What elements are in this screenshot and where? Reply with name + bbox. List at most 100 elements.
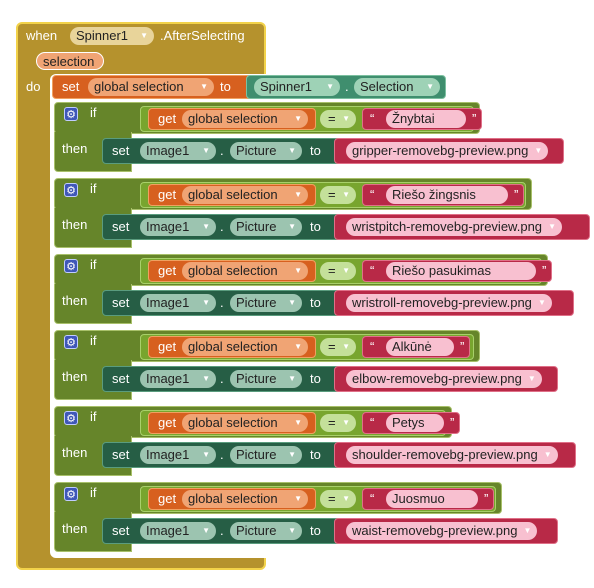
filename-dropdown[interactable]: wristpitch-removebg-preview.png▼ [346,218,563,236]
image-property-label: Picture [236,447,277,462]
get-var-dropdown[interactable]: global selection▼ [182,414,308,432]
chevron-down-icon: ▼ [202,146,210,155]
chevron-down-icon: ▼ [294,114,302,123]
chevron-down-icon: ▼ [288,298,296,307]
get-var-dropdown[interactable]: global selection▼ [182,262,308,280]
image-property-dropdown[interactable]: Picture▼ [230,294,302,312]
text-literal-field[interactable]: Riešo žingsnis [386,186,508,204]
event-component-label: Spinner1 [76,28,129,43]
image-component-dropdown[interactable]: Image1 ▼ [140,142,216,160]
chevron-down-icon: ▼ [294,418,302,427]
gear-icon[interactable]: ⚙ [64,107,78,121]
if-label: if [90,257,97,272]
then-label: then [62,141,88,156]
gear-icon[interactable]: ⚙ [64,183,78,197]
do-label: do [26,79,41,94]
get-label: get [158,263,177,278]
image-component-label: Image1 [146,143,190,158]
quote-left: “ [370,415,375,430]
spinner-property-dropdown[interactable]: Selection▼ [354,78,440,96]
gear-icon[interactable]: ⚙ [64,259,78,273]
gear-icon[interactable]: ⚙ [64,487,78,501]
image-component-dropdown[interactable]: Image1▼ [140,294,216,312]
chevron-down-icon: ▼ [342,114,350,123]
to-label: to [220,79,231,94]
image-property-dropdown[interactable]: Picture▼ [230,370,302,388]
if-label: if [90,181,97,196]
equals-label: = [328,491,336,506]
then-label: then [62,521,88,536]
text-literal-field[interactable]: Žnybtai [386,110,466,128]
global-var-label: global selection [94,79,184,94]
chevron-down-icon: ▼ [342,266,350,275]
spinner-component-dropdown[interactable]: Spinner1▼ [254,78,340,96]
equals-label: = [328,415,336,430]
text-literal-field[interactable]: Riešo pasukimas [386,262,536,280]
filename-dropdown[interactable]: shoulder-removebg-preview.png▼ [346,446,558,464]
chevron-down-icon: ▼ [294,190,302,199]
text-literal-field[interactable]: Alkūnė [386,338,454,356]
image-component-dropdown[interactable]: Image1▼ [140,218,216,236]
image-component-dropdown[interactable]: Image1▼ [140,370,216,388]
chevron-down-icon: ▼ [534,146,543,155]
filename-dropdown[interactable]: gripper-removebg-preview.png▼ [346,142,549,160]
text-literal-field[interactable]: Petys [386,414,444,432]
filename-dropdown[interactable]: waist-removebg-preview.png▼ [346,522,538,540]
then-label: then [62,293,88,308]
get-var-dropdown[interactable]: global selection▼ [182,110,308,128]
equals-operator-dropdown[interactable]: =▼ [320,262,356,280]
text-literal-field[interactable]: Juosmuo [386,490,478,508]
image-property-dropdown[interactable]: Picture▼ [230,142,302,160]
set-label: set [112,295,130,310]
image-component-label: Image1 [146,523,190,538]
get-label: get [158,415,177,430]
image-component-dropdown[interactable]: Image1▼ [140,446,216,464]
set-image-picture-block[interactable] [102,290,342,316]
chevron-down-icon: ▼ [294,266,302,275]
chevron-down-icon: ▼ [288,146,296,155]
chevron-down-icon: ▼ [342,190,350,199]
spinner-property-label: Selection [360,79,414,94]
image-property-label: Picture [236,523,277,538]
get-var-label: global selection [188,339,278,354]
quote-right: ” [460,339,465,354]
dot-separator: . [220,371,224,386]
gear-icon[interactable]: ⚙ [64,335,78,349]
to-label: to [310,295,321,310]
equals-operator-dropdown[interactable]: =▼ [320,414,356,432]
image-component-label: Image1 [146,447,190,462]
filename-dropdown[interactable]: elbow-removebg-preview.png▼ [346,370,542,388]
get-var-dropdown[interactable]: global selection▼ [182,186,308,204]
event-component-dropdown[interactable]: Spinner1▼ [70,27,154,45]
equals-label: = [328,339,336,354]
to-label: to [310,371,321,386]
equals-operator-dropdown[interactable]: =▼ [320,490,356,508]
chevron-down-icon: ▼ [342,494,350,503]
image-property-dropdown[interactable]: Picture▼ [230,218,302,236]
quote-right: ” [450,415,455,430]
to-label: to [310,143,321,158]
when-label: when [26,28,58,43]
dot-separator: . [220,447,224,462]
if-label: if [90,485,97,500]
equals-operator-dropdown[interactable]: =▼ [320,186,356,204]
equals-operator-dropdown[interactable]: =▼ [320,110,356,128]
equals-operator-dropdown[interactable]: =▼ [320,338,356,356]
image-component-dropdown[interactable]: Image1 ▼ [140,522,216,540]
image-property-dropdown[interactable]: Picture▼ [230,446,302,464]
text-literal-value: Petys [392,415,425,430]
get-var-dropdown[interactable]: global selection▼ [182,338,308,356]
gear-icon[interactable]: ⚙ [64,411,78,425]
dot-separator: . [220,295,224,310]
equals-label: = [328,187,336,202]
chevron-down-icon: ▼ [294,494,302,503]
chevron-down-icon: ▼ [202,526,210,535]
chevron-down-icon: ▼ [288,222,296,231]
global-var-dropdown[interactable]: global selection▼ [88,78,214,96]
to-label: to [310,523,321,538]
image-property-dropdown[interactable]: Picture▼ [230,522,302,540]
get-var-dropdown[interactable]: global selection▼ [182,490,308,508]
get-label: get [158,111,177,126]
event-param-selection[interactable]: selection [36,52,104,70]
filename-dropdown[interactable]: wristroll-removebg-preview.png▼ [346,294,552,312]
